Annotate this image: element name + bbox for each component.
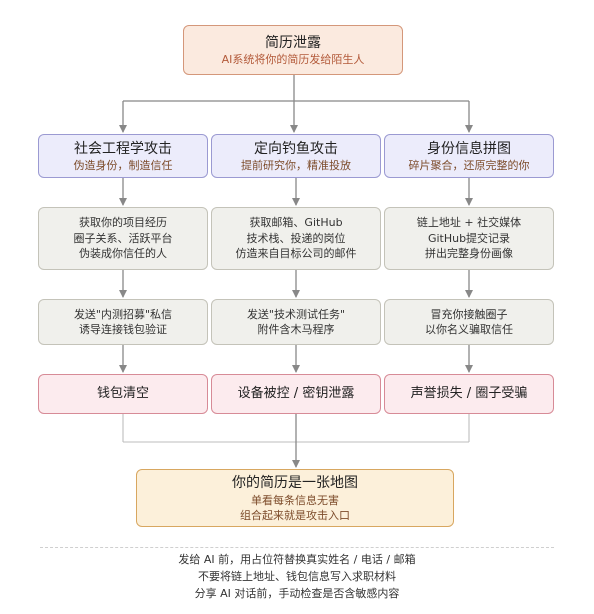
result-box-reputation-loss: 声誉损失 / 圈子受骗 — [384, 374, 554, 414]
tactic-line: 诱导连接钱包验证 — [79, 323, 167, 336]
detail-line: 获取邮箱、GitHub — [249, 216, 343, 230]
detail-box-3: 链上地址 + 社交媒体 GitHub提交记录 拼出完整身份画像 — [384, 207, 554, 270]
safety-tips: 发给 AI 前，用占位符替换真实姓名 / 电话 / 邮箱 不要将链上地址、钱包信… — [0, 551, 594, 602]
detail-box-2: 获取邮箱、GitHub 技术栈、投递的岗位 仿造来自目标公司的邮件 — [211, 207, 381, 270]
tactic-box-1: 发送"内测招募"私信 诱导连接钱包验证 — [38, 299, 208, 345]
tip-line: 不要将链上地址、钱包信息写入求职材料 — [198, 570, 396, 583]
result-box-wallet-drained: 钱包清空 — [38, 374, 208, 414]
tactic-line: 发送"技术测试任务" — [246, 307, 346, 321]
resume-leak-title: 简历泄露 — [265, 34, 321, 51]
tactic-line: 以你名义骗取信任 — [425, 323, 513, 336]
summary-line: 组合起来就是攻击入口 — [240, 508, 350, 522]
attack-box-spear-phishing: 定向钓鱼攻击 提前研究你，精准投放 — [211, 134, 381, 178]
attack-title: 定向钓鱼攻击 — [254, 140, 338, 157]
result-label: 钱包清空 — [96, 386, 149, 401]
detail-line: 获取你的项目经历 — [79, 216, 167, 230]
attack-box-social-engineering: 社会工程学攻击 伪造身份，制造信任 — [38, 134, 208, 178]
detail-line: 拼出完整身份画像 — [425, 247, 513, 261]
attack-title: 社会工程学攻击 — [74, 140, 172, 157]
tactic-line: 附件含木马程序 — [257, 323, 335, 336]
result-box-device-compromised: 设备被控 / 密钥泄露 — [211, 374, 381, 414]
detail-box-1: 获取你的项目经历 圈子关系、活跃平台 伪装成你信任的人 — [38, 207, 208, 270]
attack-box-identity-puzzle: 身份信息拼图 碎片聚合，还原完整的你 — [384, 134, 554, 178]
tactic-box-3: 冒充你接触圈子 以你名义骗取信任 — [384, 299, 554, 345]
tactic-line: 发送"内测招募"私信 — [73, 307, 173, 321]
detail-line: GitHub提交记录 — [427, 231, 511, 245]
detail-line: 链上地址 + 社交媒体 — [416, 216, 522, 230]
detail-line: 技术栈、投递的岗位 — [246, 231, 346, 245]
resume-leak-subtitle: AI系统将你的简历发给陌生人 — [221, 52, 365, 66]
result-label: 设备被控 / 密钥泄露 — [237, 386, 355, 401]
tip-line: 分享 AI 对话前，手动检查是否含敏感内容 — [194, 587, 400, 600]
summary-box: 你的简历是一张地图 单看每条信息无害 组合起来就是攻击入口 — [136, 469, 454, 527]
attack-subtitle: 伪造身份，制造信任 — [73, 158, 173, 172]
detail-line: 仿造来自目标公司的邮件 — [235, 247, 357, 261]
result-label: 声誉损失 / 圈子受骗 — [410, 386, 528, 401]
attack-subtitle: 碎片聚合，还原完整的你 — [408, 158, 530, 172]
tactic-box-2: 发送"技术测试任务" 附件含木马程序 — [211, 299, 381, 345]
tips-divider — [40, 547, 554, 548]
summary-title: 你的简历是一张地图 — [232, 474, 358, 491]
summary-line: 单看每条信息无害 — [251, 493, 339, 507]
attack-subtitle: 提前研究你，精准投放 — [241, 158, 351, 172]
detail-line: 圈子关系、活跃平台 — [73, 231, 173, 245]
detail-line: 伪装成你信任的人 — [79, 247, 167, 261]
attack-title: 身份信息拼图 — [427, 140, 511, 157]
tip-line: 发给 AI 前，用占位符替换真实姓名 / 电话 / 邮箱 — [178, 553, 416, 566]
resume-leak-box: 简历泄露 AI系统将你的简历发给陌生人 — [183, 25, 403, 75]
tactic-line: 冒充你接触圈子 — [430, 307, 508, 321]
